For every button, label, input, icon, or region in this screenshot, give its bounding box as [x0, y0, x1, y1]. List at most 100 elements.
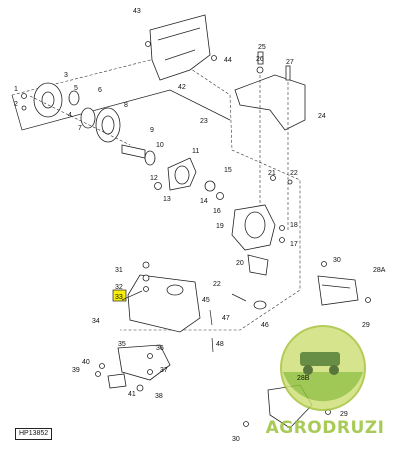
spacer-12	[154, 182, 162, 190]
callout-4: 4	[68, 112, 72, 119]
callout-20: 20	[236, 260, 244, 267]
seal-10	[144, 150, 156, 166]
bracket-35	[117, 344, 171, 381]
callout-8: 8	[124, 102, 128, 109]
callout-32: 32	[115, 284, 123, 291]
callout-23: 23	[200, 118, 208, 125]
callout-7: 7	[78, 125, 82, 132]
callout-30-upper: 30	[333, 257, 341, 264]
bolt-47	[209, 309, 213, 326]
callout-28a: 28A	[373, 267, 386, 274]
washer-26	[256, 66, 264, 74]
callout-labels: 3 1 2 5 6 4 7 8 9 10 11 12 13 14 15 16 1…	[14, 8, 386, 443]
callout-33-highlight	[112, 289, 127, 302]
callout-33: 33	[115, 294, 123, 301]
flange-hub	[101, 115, 115, 135]
nut-37	[147, 369, 153, 375]
plug-18	[279, 225, 285, 231]
arm-20	[247, 254, 269, 276]
shaft-centerline	[29, 95, 131, 146]
guard-28a-detail	[321, 284, 351, 289]
bolt-25	[257, 51, 264, 65]
bracket-42	[149, 14, 211, 81]
callout-48: 48	[216, 341, 224, 348]
nut-44	[211, 55, 217, 61]
bolt-39	[95, 371, 101, 377]
bolt-27	[285, 65, 291, 81]
callout-13: 13	[163, 196, 171, 203]
guard-28a	[317, 275, 359, 306]
washer-46	[253, 300, 267, 310]
callout-31: 31	[115, 267, 123, 274]
bracket-24	[234, 74, 306, 131]
seal-32	[142, 274, 150, 282]
callout-15: 15	[224, 167, 232, 174]
callout-28b: 28B	[297, 375, 310, 382]
callout-33-leader	[121, 290, 143, 301]
callout-37: 37	[160, 367, 168, 374]
callout-29-lower: 29	[340, 411, 348, 418]
callout-22: 22	[213, 281, 221, 288]
screw-1	[21, 93, 27, 99]
ring-15	[204, 180, 216, 192]
bolt-48	[211, 337, 214, 353]
callout-10: 10	[156, 142, 164, 149]
callout-35: 35	[118, 341, 126, 348]
pin-45	[231, 293, 247, 302]
fitting-17	[279, 237, 285, 243]
callout-12: 12	[150, 175, 158, 182]
callout-42: 42	[178, 84, 186, 91]
callout-36: 36	[156, 345, 164, 352]
callout-34: 34	[92, 318, 100, 325]
callout-44: 44	[224, 57, 232, 64]
callout-40: 40	[82, 359, 90, 366]
callout-38: 38	[155, 393, 163, 400]
callout-25: 25	[258, 44, 266, 51]
bolt-30-upper	[321, 261, 327, 267]
callout-29-upper: 29	[362, 322, 370, 329]
washer-31	[142, 261, 150, 269]
callout-45: 45	[202, 297, 210, 304]
gear-case-bore	[244, 211, 266, 239]
bearing-bore	[174, 165, 190, 185]
callout-30-lower: 30	[232, 436, 240, 443]
bolt-21	[270, 175, 276, 181]
pulley-hub	[41, 91, 55, 109]
hub-5	[68, 90, 80, 106]
callout-3: 3	[64, 72, 68, 79]
callout-39: 39	[72, 367, 80, 374]
plate-6	[80, 107, 96, 129]
callout-1: 1	[14, 86, 18, 93]
callout-21: 21	[268, 170, 276, 177]
callout-2: 2	[14, 101, 18, 108]
bolt-40	[99, 363, 105, 369]
callout-11: 11	[192, 148, 199, 155]
bolt-36	[147, 353, 153, 359]
bolt-22	[287, 179, 293, 185]
key-2	[21, 105, 27, 111]
callout-9: 9	[150, 127, 154, 134]
callout-47: 47	[222, 315, 230, 322]
housing-plate-outline	[11, 89, 231, 131]
callout-41: 41	[128, 391, 136, 398]
bolt-30-lower	[243, 421, 249, 427]
figure-code-label: HP13852	[15, 428, 53, 440]
bearing-33	[143, 286, 149, 292]
callout-6: 6	[98, 87, 102, 94]
agrodruzi-logo	[280, 325, 366, 411]
callout-16: 16	[213, 208, 221, 215]
callout-5: 5	[74, 85, 78, 92]
watermark-text: AGRODRUZI	[265, 418, 385, 438]
callout-17: 17	[290, 241, 298, 248]
callout-22-top: 22	[290, 170, 298, 177]
callout-24: 24	[318, 113, 326, 120]
callout-14: 14	[200, 198, 208, 205]
callout-18: 18	[290, 222, 298, 229]
callout-27: 27	[286, 59, 294, 66]
clip-16	[216, 192, 224, 200]
callout-19: 19	[216, 223, 224, 230]
gearbox-34	[127, 274, 201, 333]
bracket-detail	[157, 27, 201, 61]
